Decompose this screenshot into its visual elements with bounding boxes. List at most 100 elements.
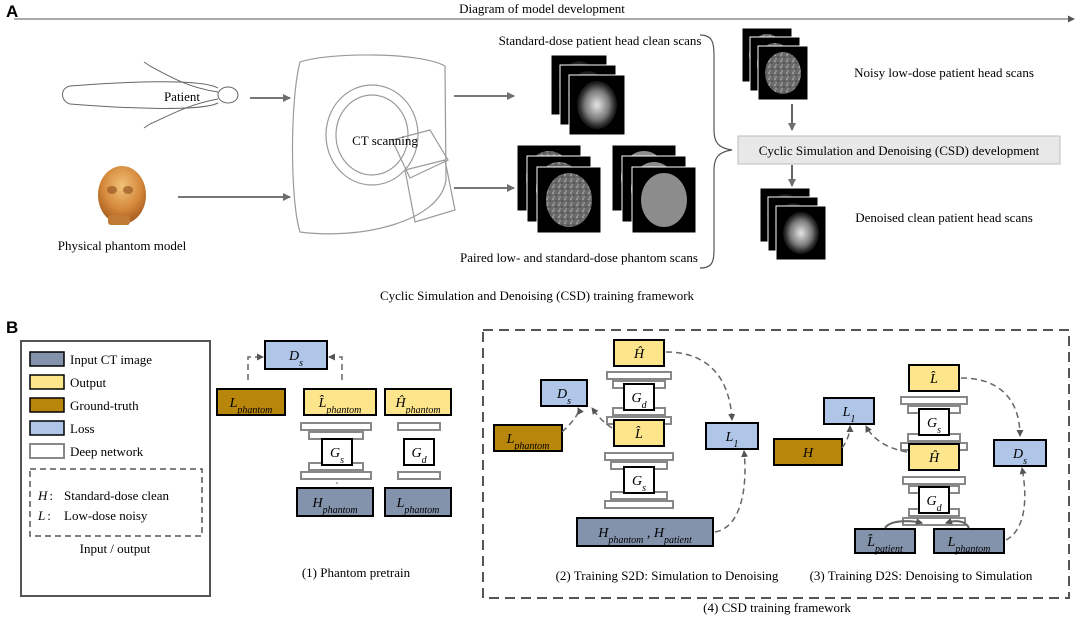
p2-ds-box <box>540 379 588 407</box>
legend-label-3: Loss <box>70 421 95 436</box>
p2-input-box <box>576 517 714 547</box>
p2-lphantom-gt-label: Lphantom <box>506 432 550 452</box>
p2-input-label: Hphantom , Hpatient <box>597 526 692 546</box>
s2d-diagram: Ĥ Gd Ds L̂ Lphantom L1 Gs Hphantom , Hpa… <box>493 339 759 547</box>
csd-development-label: Cyclic Simulation and Denoising (CSD) de… <box>759 143 1040 158</box>
legend-label-1: Output <box>70 375 107 390</box>
p3-lhat-box <box>908 364 960 392</box>
p2-gt-to-ds-arrow <box>561 407 584 433</box>
denoised-scan-stack <box>759 187 827 261</box>
p2-hhat-box <box>613 339 665 367</box>
svg-text:Gs: Gs <box>927 416 941 436</box>
p2-hhat-label: Ĥ <box>633 345 645 362</box>
csd-development-box <box>737 135 1061 165</box>
ct-scanning-label: CT scanning <box>352 133 418 148</box>
legend-swatch-2 <box>29 397 65 413</box>
p1-lphantom-gt-box <box>216 388 286 416</box>
legend-swatch-3 <box>29 420 65 436</box>
p3-gs-network: Gs <box>900 396 968 451</box>
svg-text:L:: L: <box>37 508 51 523</box>
p3-ds-box <box>993 439 1047 467</box>
legend-l-def: Low-dose noisy <box>64 508 148 523</box>
p3-gd-network: Gd <box>902 476 966 526</box>
p3-lhat-input-label: L̂patient <box>866 534 903 555</box>
section-4-caption: (4) CSD training framework <box>703 600 851 615</box>
p1-gt-to-ds-arrow <box>247 353 264 380</box>
p2-l1-box <box>705 422 759 450</box>
legend-label-0: Input CT image <box>70 352 152 367</box>
section-1-caption: (1) Phantom pretrain <box>302 565 411 580</box>
p2-l1-label: L1 <box>725 430 739 450</box>
grouping-brace <box>699 34 733 269</box>
panel-a-letter: A <box>6 2 18 21</box>
p1-lphantom-gt-label: Lphantom <box>229 396 273 416</box>
legend-label-2: Ground-truth <box>70 398 139 413</box>
p1-hhat-out-label: Ĥphantom <box>394 394 440 416</box>
legend-label-4: Deep network <box>70 444 144 459</box>
p2-ds-label: Ds <box>556 387 571 407</box>
p2-lhat-to-ds-arrow <box>591 407 613 429</box>
p3-h-gt-label: H <box>802 446 814 461</box>
svg-text:H:: H: <box>37 488 53 503</box>
p3-lhat-label: L̂ <box>929 371 938 387</box>
p1-h-input-label: Hphantom <box>311 496 357 516</box>
paired-phantom-scan-stack-right <box>611 144 697 234</box>
csd-framework-frame <box>482 329 1070 599</box>
p3-ds-label: Ds <box>1012 447 1027 467</box>
noisy-low-dose-scan-stack <box>741 27 809 101</box>
ct-scanner-icon <box>291 54 456 235</box>
legend-h-key: H <box>37 488 48 503</box>
p1-lhat-out-label: L̂phantom <box>318 395 362 416</box>
legend-h-def: Standard-dose clean <box>64 488 170 503</box>
p2-hhat-to-l1-arrow <box>665 351 736 421</box>
p1-l-input-label: Lphantom <box>396 496 440 516</box>
p1-l-input-box <box>384 487 452 517</box>
patient-silhouette-icon <box>62 61 239 129</box>
svg-text:Gd: Gd <box>631 391 647 411</box>
patient-label: Patient <box>164 89 200 104</box>
p2-gd-network: Gd <box>606 371 672 425</box>
p3-lhat-input-box <box>854 528 916 554</box>
p3-l-in-to-gd-arrow <box>945 517 970 529</box>
paired-phantom-scan-stack-left <box>516 144 602 234</box>
p1-gs-network: Gs <box>300 422 372 480</box>
p1-h-input-box <box>296 487 374 517</box>
p3-l1-label: L1 <box>842 405 856 425</box>
phantom-head-icon <box>98 166 146 225</box>
legend-swatch-1 <box>29 374 65 390</box>
d2s-diagram: L̂ Gs L1 H Ĥ Ds Gd L̂patient Lphanto <box>773 364 1047 555</box>
legend-caption: Input / output <box>80 541 151 556</box>
p1-ds-loss-box <box>264 340 328 370</box>
standard-dose-scan-stack <box>550 54 626 136</box>
p2-input-to-l1-arrow <box>714 450 749 533</box>
p3-h-gt-box <box>773 438 843 466</box>
phantom-pretrain-diagram: Ds Lphantom L̂phantom Ĥphantom Gs Gd <box>216 340 452 517</box>
p1-hhat-out-box <box>384 388 452 416</box>
svg-text:Gs: Gs <box>632 474 646 494</box>
p2-lphantom-gt-box <box>493 424 563 452</box>
legend: Input CT imageOutputGround-truthLossDeep… <box>20 340 211 597</box>
p3-hhat-box <box>908 443 960 471</box>
p3-l-input-box <box>933 528 1005 554</box>
standard-dose-label: Standard-dose patient head clean scans <box>499 33 702 48</box>
legend-l-key: L <box>37 508 45 523</box>
p1-out-to-ds-arrow <box>328 353 343 380</box>
p1-gd-network: Gd <box>397 422 441 480</box>
p1-lhat-out-box <box>303 388 377 416</box>
p2-gs-network: Gs <box>604 452 674 509</box>
panel-b-title: Cyclic Simulation and Denoising (CSD) tr… <box>380 288 695 303</box>
p2-lhat-box <box>613 419 665 447</box>
denoised-scans-label: Denoised clean patient head scans <box>855 210 1033 225</box>
p3-l1-box <box>823 397 875 425</box>
p1-ds-label: Ds <box>288 349 303 369</box>
section-2-caption: (2) Training S2D: Simulation to Denoisin… <box>556 568 779 583</box>
svg-text:Gd: Gd <box>926 494 942 514</box>
paired-scans-label: Paired low- and standard-dose phantom sc… <box>460 250 698 265</box>
legend-io-box <box>29 468 203 537</box>
phantom-label: Physical phantom model <box>58 238 187 253</box>
p3-lhat-to-ds-arrow <box>960 377 1024 437</box>
legend-swatch-4 <box>29 443 65 459</box>
svg-text:Gd: Gd <box>411 446 427 466</box>
noisy-scans-label: Noisy low-dose patient head scans <box>854 65 1034 80</box>
